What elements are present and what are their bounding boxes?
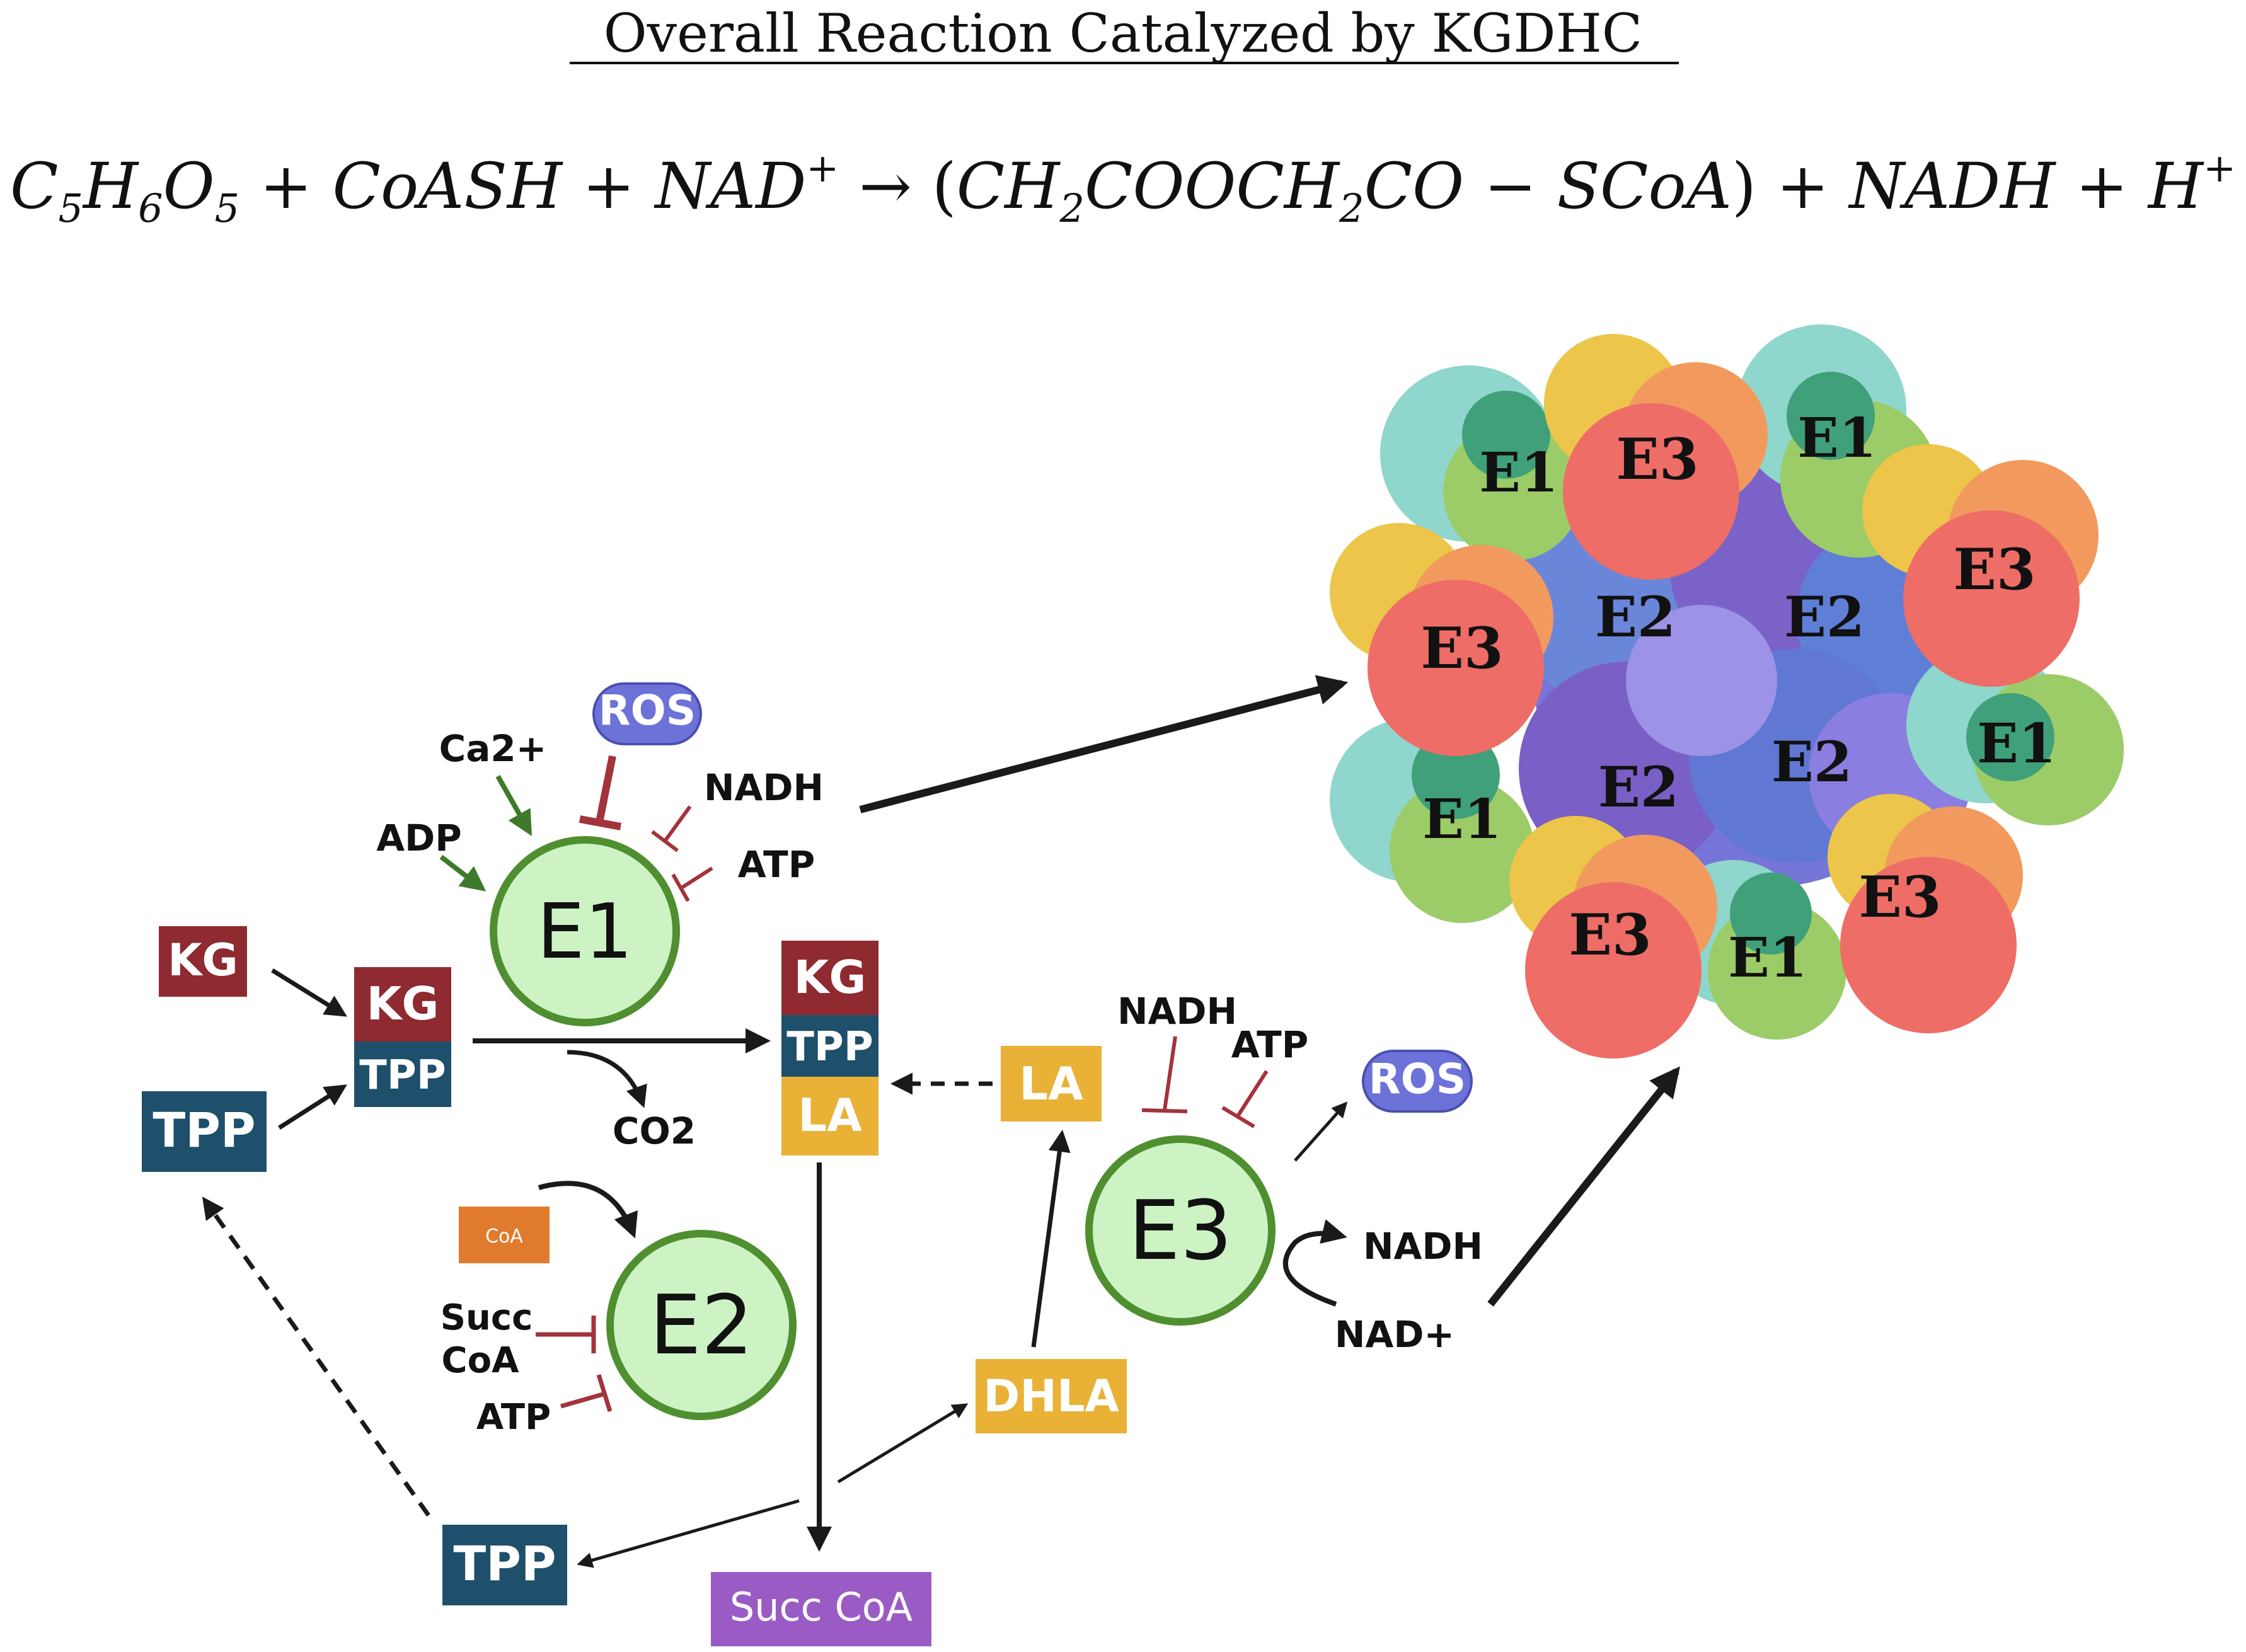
e3-enzyme: E3 [1085, 1135, 1276, 1326]
svg-text:DHLA: DHLA [983, 1370, 1119, 1422]
svg-text:LA: LA [1019, 1057, 1083, 1110]
nadh-label-e1: NADH [704, 766, 824, 809]
svg-text:TPP: TPP [359, 1052, 446, 1099]
e2-label: E2 [650, 1277, 754, 1373]
ca2-label: Ca2+ [439, 727, 547, 770]
complex-label-e2: E2 [1595, 584, 1676, 650]
inhibit-atp-e3-bar [1221, 1106, 1255, 1128]
inhibit-atp-e2-bar [596, 1374, 613, 1413]
succ-coa-inhibitor-line2: CoA [442, 1340, 520, 1381]
e3-unit-bottom-left [1509, 816, 1717, 1058]
arrow-coa-to-e2 [538, 1181, 638, 1239]
inhibit-nadh-e3 [1163, 1036, 1177, 1111]
complex-label-e1: E1 [1977, 712, 2056, 776]
inhibit-nadh-e1 [663, 805, 692, 842]
svg-text:CoA: CoA [485, 1225, 523, 1248]
arrow-e3-to-complex [1487, 1066, 1680, 1307]
complex-label-e1: E1 [1422, 788, 1501, 851]
complex-label-e3: E3 [1953, 536, 2036, 603]
complex-label-e2: E2 [1771, 729, 1852, 794]
e1-enzyme: E1 [490, 836, 680, 1026]
inhibit-atp-e1 [679, 866, 713, 890]
tpp-box-bottom: TPP [442, 1525, 567, 1605]
e1-label: E1 [537, 888, 633, 976]
atp-label-e2: ATP [476, 1397, 551, 1438]
svg-text:KG: KG [168, 934, 238, 986]
svg-text:LA: LA [798, 1089, 862, 1142]
e1-unit-right [1906, 646, 2124, 825]
e1-unit-top-right [1736, 324, 1938, 558]
atp-label-e3: ATP [1231, 1023, 1308, 1066]
e3-unit-left [1330, 523, 1553, 756]
ros-badge-e3: ROS [1362, 1050, 1473, 1113]
svg-text:KG: KG [794, 951, 867, 1004]
complex-label-e3: E3 [1616, 426, 1698, 493]
figure-title: Overall Reaction Catalyzed by KGDHC [604, 3, 1642, 64]
arrow-e1-to-complex [859, 675, 1349, 813]
ros-badge-e1: ROS [592, 682, 702, 745]
e3-unit-bottom-right [1828, 794, 2023, 1033]
complex-label-e1: E1 [1797, 406, 1876, 470]
dhla-box: DHLA [976, 1359, 1127, 1433]
la-box: LA [1001, 1046, 1102, 1121]
e3-label: E3 [1129, 1183, 1233, 1278]
complex-label-e2: E2 [1598, 754, 1679, 820]
svg-text:TPP: TPP [153, 1102, 255, 1158]
coa-box: CoA [459, 1207, 550, 1263]
complex-label-e1: E1 [1728, 926, 1807, 990]
complex-label-e3: E3 [1420, 615, 1503, 682]
inhibit-nadh-e1-bar [651, 830, 679, 852]
kgdhc-complex: E1 E3 E1 E3 E3 E2 E2 E1 E2 E2 E1 E3 E3 E… [1330, 324, 2124, 1058]
nad-plus-label: NAD+ [1335, 1313, 1454, 1356]
inhibit-nadh-e3-bar [1141, 1108, 1188, 1113]
e2-enzyme: E2 [606, 1230, 797, 1420]
arrow-tpp-recycle [202, 1196, 430, 1517]
svg-text:Succ CoA: Succ CoA [730, 1584, 913, 1630]
adp-label: ADP [376, 817, 462, 859]
e1-unit-top-left [1380, 365, 1582, 561]
atp-label-e1: ATP [738, 843, 815, 886]
arrow-nad-to-nadh [1282, 1219, 1347, 1307]
activate-ca2-e1 [495, 775, 532, 836]
inhibit-atp-e3 [1236, 1070, 1269, 1116]
nadh-label-e3-product: NADH [1363, 1225, 1483, 1268]
tpp-box-left: TPP [142, 1091, 267, 1172]
kg-box-left: KG [159, 926, 247, 997]
nadh-label-e3-inhibitor: NADH [1117, 990, 1237, 1033]
svg-text:TPP: TPP [786, 1024, 873, 1070]
e3-unit-right [1862, 444, 2099, 687]
e3-unit-top [1544, 334, 1768, 580]
arrow-kg-to-complex [271, 968, 347, 1017]
arrow-e3-to-ros [1294, 1101, 1348, 1162]
arrow-to-dhla [837, 1403, 969, 1484]
arrow-release-tpp [577, 1499, 800, 1568]
complex-label-e1: E1 [1479, 441, 1558, 505]
inhibit-ros-e1-bar [579, 815, 622, 830]
kg-tpp-stack-1: KG TPP [354, 967, 451, 1107]
svg-text:KG: KG [367, 977, 439, 1030]
ros-label: ROS [599, 686, 696, 735]
inhibit-atp-e2 [560, 1391, 606, 1409]
reaction-equation: C5H6O5 + CoASH + NAD+ → (CH2COOCH2CO − S… [10, 145, 2236, 231]
complex-label-e3: E3 [1858, 864, 1941, 931]
activate-adp-e1 [439, 854, 487, 892]
arrow-co2-release [567, 1050, 647, 1108]
succ-coa-box: Succ CoA [711, 1572, 931, 1646]
complex-label-e3: E3 [1569, 902, 1651, 968]
svg-text:TPP: TPP [453, 1535, 556, 1592]
co2-label: CO2 [613, 1110, 696, 1152]
succ-coa-inhibitor-line1: Succ [441, 1297, 533, 1338]
complex-label-e2: E2 [1784, 584, 1865, 650]
kg-tpp-la-stack: KG TPP LA [781, 941, 878, 1156]
inhibit-ros-e1 [596, 755, 616, 820]
arrow-dhla-to-la [1031, 1130, 1071, 1348]
arrow-tpp-to-complex [278, 1084, 347, 1130]
inhibit-atp-e1-bar [671, 873, 690, 902]
ros-label: ROS [1369, 1055, 1466, 1103]
